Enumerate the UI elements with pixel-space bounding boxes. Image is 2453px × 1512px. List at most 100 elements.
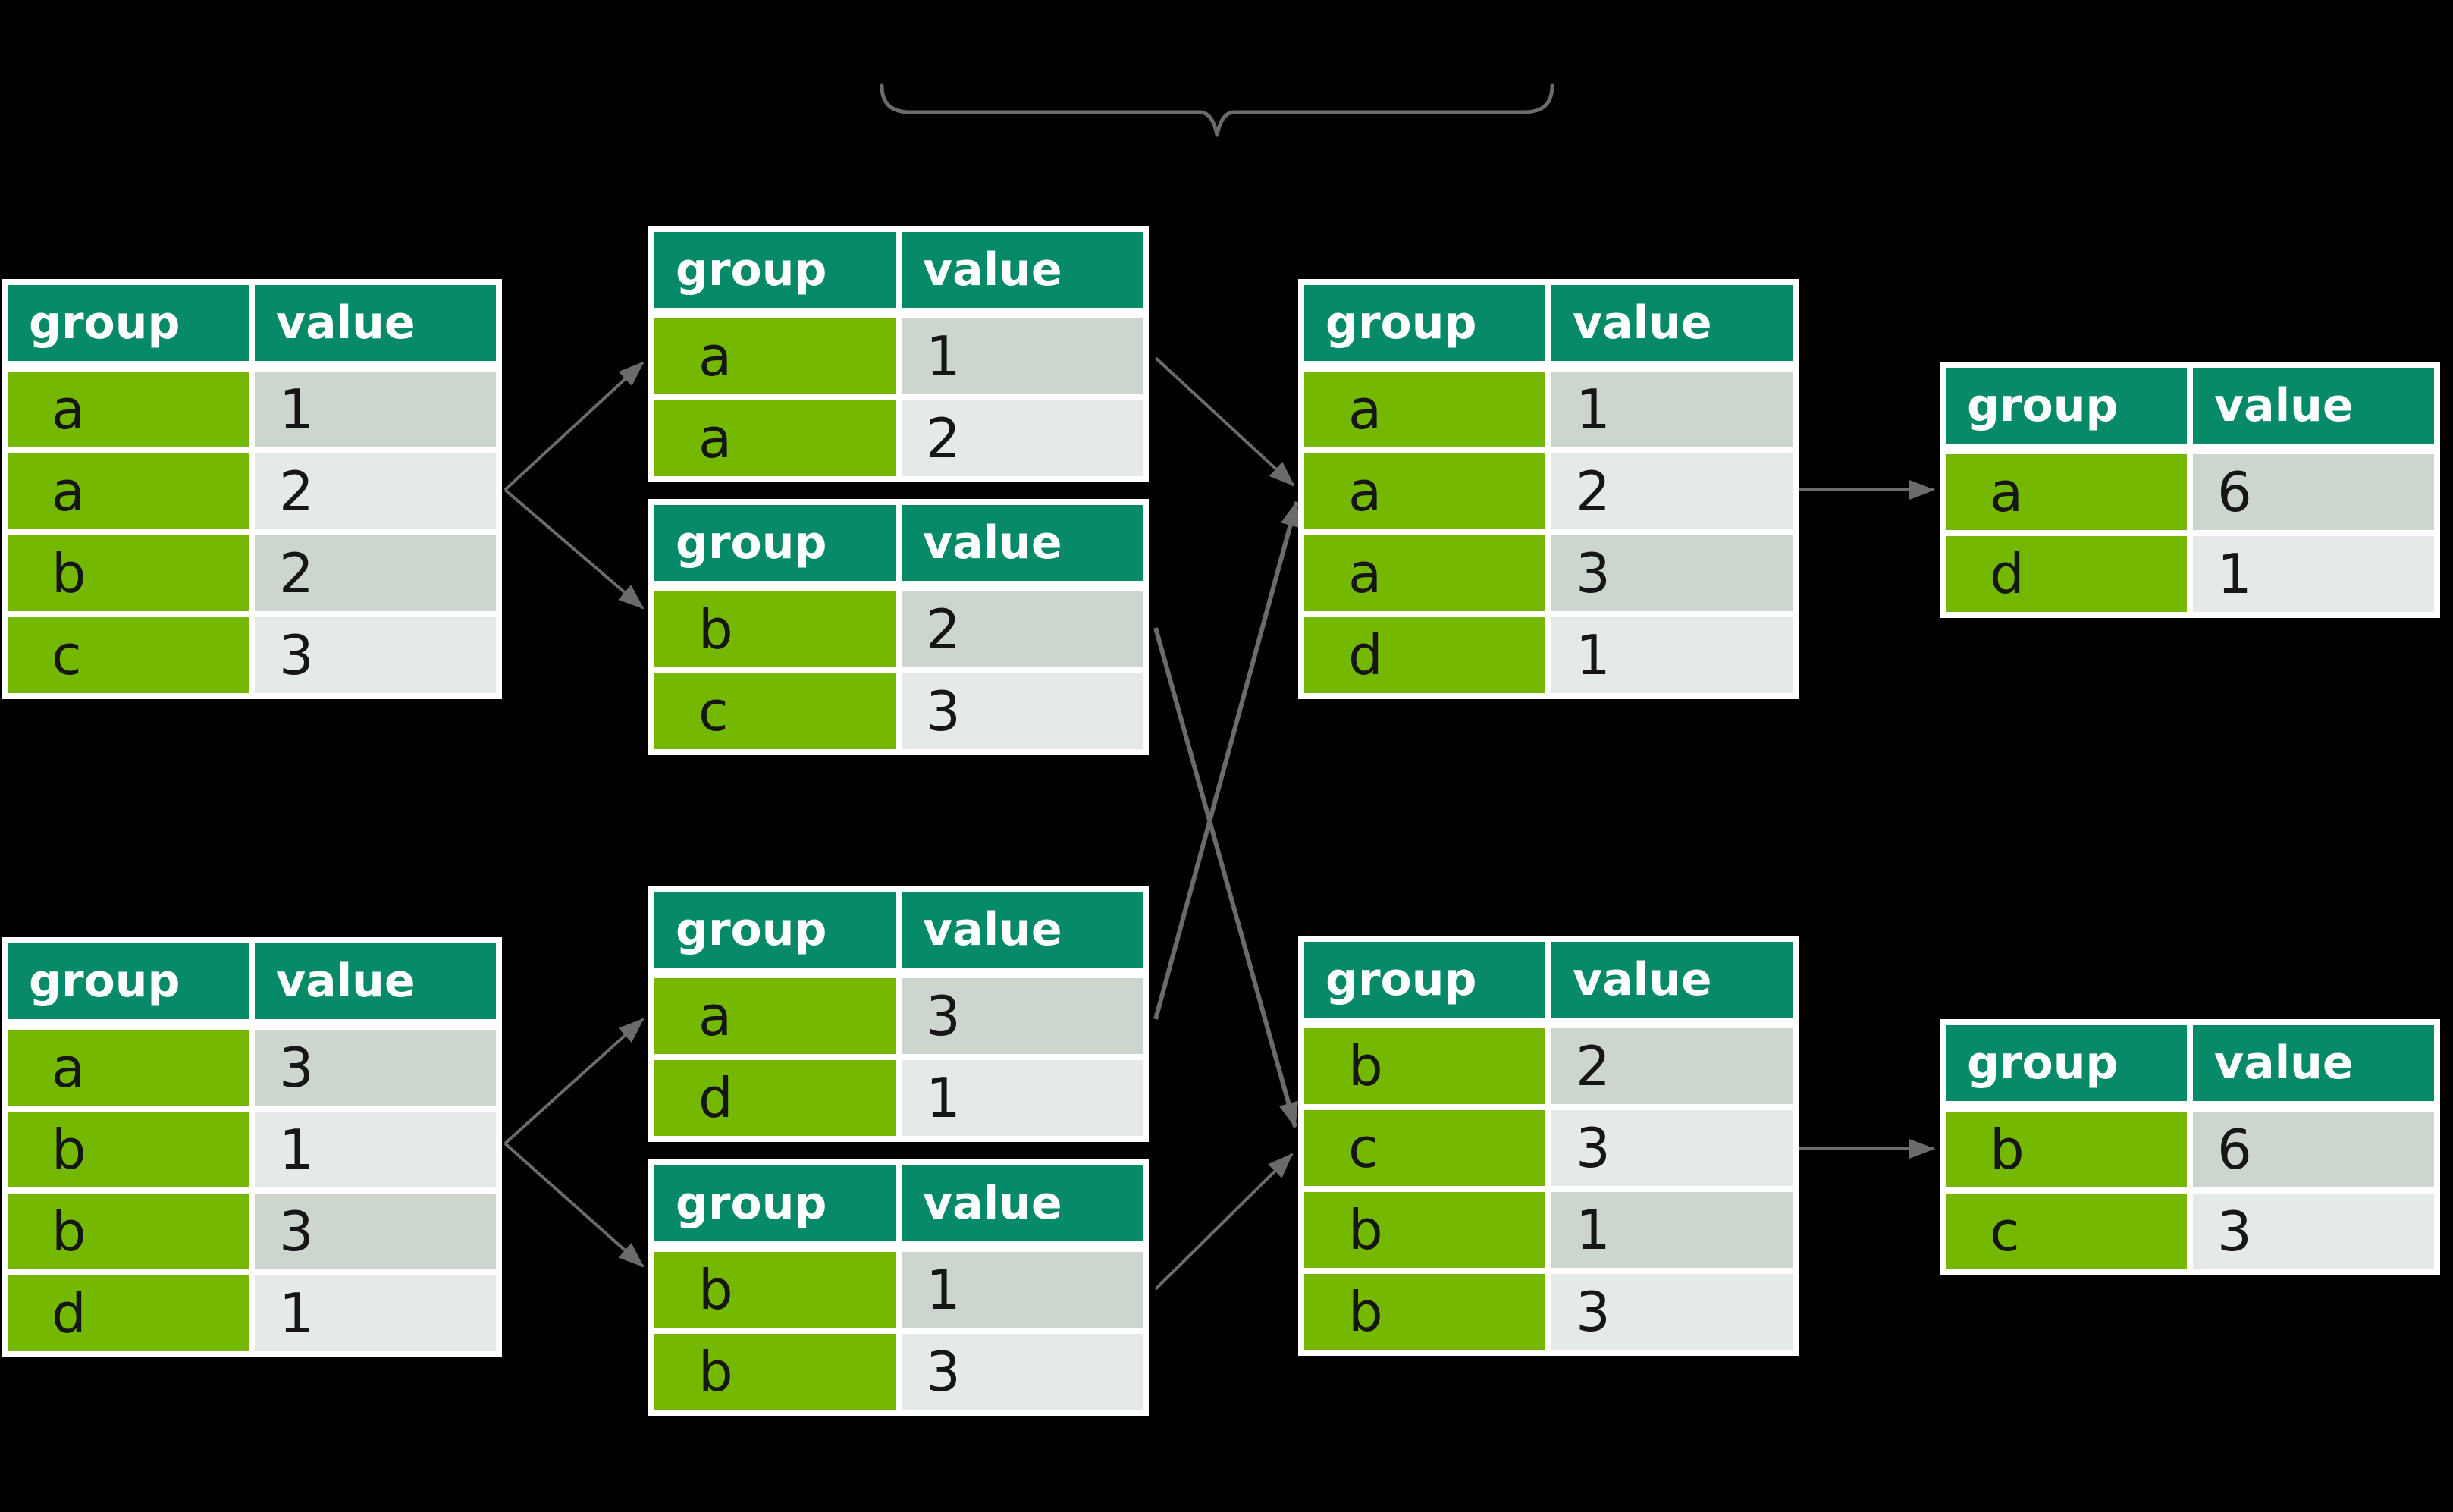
value-cell: 3 xyxy=(2193,1194,2434,1269)
value-cell: 3 xyxy=(902,673,1143,749)
group-cell: b xyxy=(1946,1112,2187,1187)
value-cell: 1 xyxy=(255,1275,496,1351)
value-cell: 1 xyxy=(2193,536,2434,612)
value-cell: 3 xyxy=(1551,1274,1793,1350)
value-cell: 3 xyxy=(255,1030,496,1106)
group-cell: b xyxy=(1304,1192,1545,1268)
arrow-source-top-to-split-1 xyxy=(503,361,645,491)
column-header-value: value xyxy=(902,505,1143,581)
group-cell: a xyxy=(8,453,249,529)
group-cell: a xyxy=(654,978,896,1054)
value-cell: 1 xyxy=(1551,1192,1793,1268)
arrow-split-top-1-to-combined-top xyxy=(1154,356,1295,487)
group-cell: b xyxy=(8,535,249,611)
group-cell: b xyxy=(654,1252,896,1328)
column-header-group: group xyxy=(8,285,249,361)
group-cell: d xyxy=(8,1275,249,1351)
column-header-value: value xyxy=(1551,285,1793,361)
group-cell: a xyxy=(8,1030,249,1106)
arrow-source-bottom-to-split-2 xyxy=(503,1142,645,1268)
group-cell: c xyxy=(654,673,896,749)
group-cell: a xyxy=(1304,535,1545,611)
group-cell: a xyxy=(1946,454,2187,530)
group-cell: a xyxy=(654,318,896,394)
value-cell: 6 xyxy=(2193,1112,2434,1187)
column-header-value: value xyxy=(255,943,496,1019)
column-header-value: value xyxy=(1551,942,1793,1018)
arrow-source-bottom-to-split-1 xyxy=(503,1018,645,1145)
column-header-value: value xyxy=(902,892,1143,968)
column-header-group: group xyxy=(8,943,249,1019)
group-cell: b xyxy=(654,591,896,667)
column-header-group: group xyxy=(654,1165,896,1241)
value-cell: 1 xyxy=(902,1060,1143,1136)
column-header-value: value xyxy=(2193,368,2434,444)
arrow-split-top-2-to-combined-bottom xyxy=(1153,627,1298,1128)
column-header-value: value xyxy=(902,1165,1143,1241)
value-cell: 2 xyxy=(1551,1028,1793,1104)
arrow-split-bottom-2-to-combined-bottom xyxy=(1154,1153,1294,1291)
value-cell: 1 xyxy=(255,372,496,447)
group-cell: a xyxy=(1304,372,1545,447)
column-header-group: group xyxy=(654,892,896,968)
group-cell: d xyxy=(654,1060,896,1136)
group-cell: b xyxy=(654,1334,896,1410)
value-cell: 3 xyxy=(255,617,496,693)
column-header-group: group xyxy=(1946,368,2187,444)
group-cell: b xyxy=(8,1194,249,1269)
column-header-value: value xyxy=(2193,1025,2434,1101)
group-cell: a xyxy=(8,372,249,447)
value-cell: 1 xyxy=(902,1252,1143,1328)
value-cell: 3 xyxy=(902,978,1143,1054)
brace xyxy=(880,83,1554,137)
value-cell: 1 xyxy=(255,1112,496,1187)
column-header-group: group xyxy=(1304,942,1545,1018)
group-cell: c xyxy=(1946,1194,2187,1269)
group-cell: c xyxy=(1304,1110,1545,1186)
column-header-group: group xyxy=(1946,1025,2187,1101)
value-cell: 3 xyxy=(902,1334,1143,1410)
value-cell: 1 xyxy=(1551,617,1793,693)
group-cell: a xyxy=(654,400,896,476)
column-header-group: group xyxy=(1304,285,1545,361)
value-cell: 3 xyxy=(1551,1110,1793,1186)
group-cell: d xyxy=(1304,617,1545,693)
group-cell: c xyxy=(8,617,249,693)
